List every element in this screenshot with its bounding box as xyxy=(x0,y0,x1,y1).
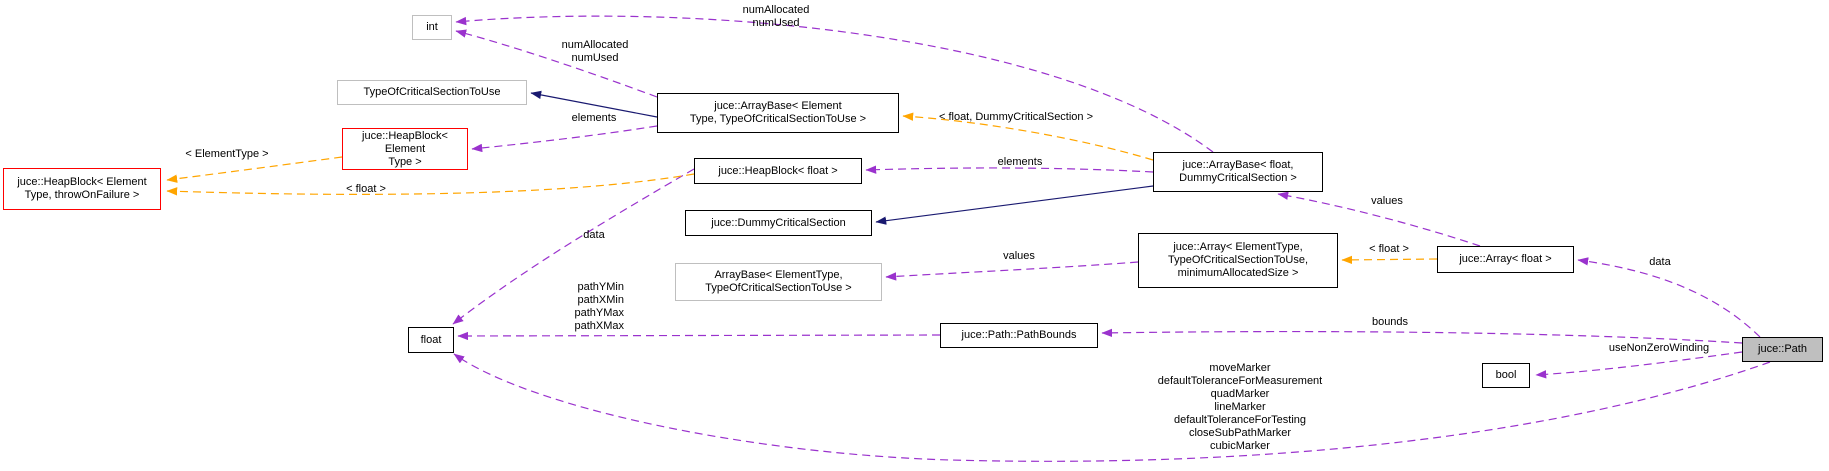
edge-tpl-array-float xyxy=(1341,255,1438,265)
node-arraybase-element-type[interactable]: juce::ArrayBase< Element Type, TypeOfCri… xyxy=(657,93,899,133)
edge-arraybase-float-to-heapblock-float xyxy=(865,165,1154,174)
node-type-of-critical-section-to-use: TypeOfCriticalSectionToUse xyxy=(337,80,527,105)
edge-inherit-typeofcriticalsection xyxy=(530,90,658,118)
edge-pathbounds-to-float xyxy=(457,331,941,341)
edge-array-float-to-arraybase-float xyxy=(1277,191,1481,247)
node-heapblock-element-type[interactable]: juce::HeapBlock< Element Type > xyxy=(342,128,468,170)
node-heapblock-element-type-throw-on-failure[interactable]: juce::HeapBlock< Element Type, throwOnFa… xyxy=(3,168,161,210)
edge-label-use-non-zero-winding: useNonZeroWinding xyxy=(1608,342,1710,354)
node-juce-path: juce::Path xyxy=(1742,337,1823,362)
node-bool[interactable]: bool xyxy=(1482,363,1530,388)
edge-label-data-left: data xyxy=(583,229,605,241)
edge-path-to-pathbounds xyxy=(1101,328,1743,344)
edge-label-elements-right: elements xyxy=(997,156,1043,168)
node-array-float[interactable]: juce::Array< float > xyxy=(1437,246,1574,273)
edge-path-to-array-float xyxy=(1577,257,1761,338)
edge-inherit-dummycriticalsection xyxy=(875,185,1154,225)
edge-path-to-bool xyxy=(1535,351,1743,379)
node-int: int xyxy=(412,15,452,40)
node-array-elementtype[interactable]: juce::Array< ElementType, TypeOfCritical… xyxy=(1138,233,1338,288)
edge-label-values-mid: values xyxy=(1003,250,1035,262)
edge-label-path-min-max: pathYMin pathXMin pathYMax pathXMax xyxy=(574,281,624,332)
edge-path-to-float xyxy=(453,353,1771,462)
edge-label-tpl-element-type: < ElementType > xyxy=(185,148,269,160)
node-dummy-critical-section[interactable]: juce::DummyCriticalSection xyxy=(685,210,872,236)
edge-label-path-markers: moveMarker defaultToleranceForMeasuremen… xyxy=(1157,362,1323,452)
edge-label-num-allocated-top: numAllocated numUsed xyxy=(742,4,810,29)
node-arraybase-elementtype-plain: ArrayBase< ElementType, TypeOfCriticalSe… xyxy=(675,263,882,301)
edge-heapblock-float-to-float xyxy=(452,168,695,325)
edge-label-tpl-float-dummy: < float, DummyCriticalSection > xyxy=(938,111,1094,123)
node-arraybase-float-dummy[interactable]: juce::ArrayBase< float, DummyCriticalSec… xyxy=(1153,152,1323,192)
edge-label-elements-left: elements xyxy=(571,112,617,124)
edge-label-bounds: bounds xyxy=(1371,316,1409,328)
edge-arraybase-float-to-int xyxy=(455,15,1214,153)
edge-label-tpl-float-right: < float > xyxy=(1369,243,1409,255)
edge-tpl-heapblock-element xyxy=(166,156,343,183)
edge-arraybase-element-to-heapblock-element xyxy=(471,125,658,153)
edge-tpl-heapblock-float xyxy=(166,173,695,196)
edge-label-values-right: values xyxy=(1371,195,1403,207)
edge-label-data-right: data xyxy=(1649,256,1671,268)
edge-label-tpl-float-left: < float > xyxy=(346,183,386,195)
edge-arraybase-element-to-int xyxy=(455,29,658,98)
node-heapblock-float[interactable]: juce::HeapBlock< float > xyxy=(694,158,862,184)
edge-label-num-allocated-left: numAllocated numUsed xyxy=(561,39,629,64)
node-float[interactable]: float xyxy=(408,327,454,353)
node-path-bounds[interactable]: juce::Path::PathBounds xyxy=(940,323,1098,348)
edge-tpl-arraybase-float xyxy=(902,112,1154,161)
edge-array-elementtype-to-arraybase-plain xyxy=(885,261,1139,281)
